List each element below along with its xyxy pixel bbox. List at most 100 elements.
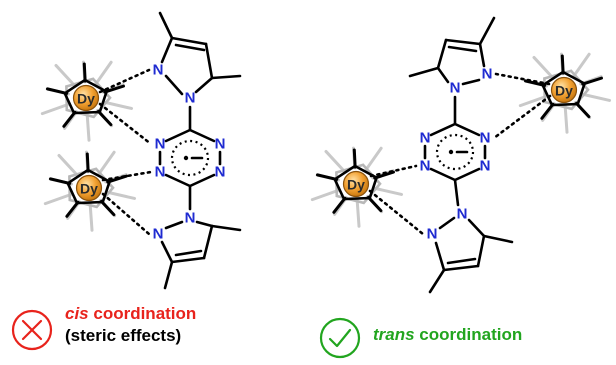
dysprosium-atom <box>75 174 103 202</box>
coordination-bond <box>369 164 418 178</box>
radical-dot <box>183 155 189 161</box>
methyl-stick <box>364 146 383 172</box>
cis-keyword: cis <box>65 304 89 323</box>
bond <box>164 173 192 188</box>
nitrogen-atom: N <box>420 158 431 175</box>
cp-ring-front <box>63 78 109 115</box>
bond <box>434 241 446 272</box>
bond <box>160 240 174 264</box>
coordination-bond <box>492 94 552 140</box>
methyl-stick <box>88 202 94 232</box>
methyl-stick <box>43 192 74 206</box>
bond <box>446 257 477 265</box>
trans-rest: coordination <box>414 325 523 344</box>
methyl-stick <box>518 94 549 108</box>
cp-dy-lower: Dy <box>43 150 137 232</box>
bond <box>194 76 214 94</box>
cis-rest: coordination <box>88 304 197 323</box>
bond <box>467 218 486 238</box>
bond <box>210 224 242 232</box>
methyl-stick <box>82 62 87 83</box>
methyl-stick <box>352 148 357 169</box>
methyl-stick <box>324 149 347 174</box>
dy-label: Dy <box>80 181 98 197</box>
bond <box>436 38 448 70</box>
methyl-stick <box>532 55 555 80</box>
bond <box>164 74 184 96</box>
pyrazole-n1: N <box>457 206 468 223</box>
bond <box>164 128 192 143</box>
nitrogen-atom: N <box>215 164 226 181</box>
cp-dy-upper: Dy <box>40 60 134 142</box>
methyl-stick <box>540 102 555 120</box>
pyrazole-n2: N <box>482 66 493 83</box>
bond <box>188 128 216 143</box>
bond <box>447 45 478 53</box>
dysprosium-atom <box>72 84 100 112</box>
nitrogen-atom: N <box>480 158 491 175</box>
check-in-circle-icon <box>319 317 361 359</box>
nitrogen-atom: N <box>155 136 166 153</box>
aromatic-ring <box>170 139 210 177</box>
trans-caption-title: trans coordination <box>373 325 522 345</box>
bond <box>210 74 242 80</box>
bond <box>453 122 481 137</box>
bond <box>461 78 481 86</box>
methyl-stick <box>355 198 361 228</box>
dysprosium-atom <box>550 76 578 104</box>
bond <box>444 38 482 46</box>
bond <box>442 264 480 272</box>
bond <box>204 42 214 80</box>
methyl-stick <box>101 100 134 110</box>
bond <box>478 16 496 46</box>
methyl-stick <box>97 150 116 176</box>
cross-in-circle-icon <box>11 309 53 351</box>
methyl-stick <box>99 199 116 217</box>
bond <box>202 224 214 260</box>
coordination-bond <box>368 189 425 236</box>
bond <box>158 11 174 40</box>
dysprosium-atom <box>342 170 370 198</box>
bond <box>408 66 440 78</box>
bond <box>170 36 208 46</box>
pyrazole-n2: N <box>153 226 164 243</box>
methyl-stick <box>366 195 383 213</box>
pyrazole-n1: N <box>185 90 196 107</box>
bond <box>429 167 457 182</box>
methyl-stick <box>371 186 404 196</box>
bond <box>436 66 450 84</box>
dy-label: Dy <box>555 83 573 99</box>
methyl-stick <box>579 92 612 102</box>
pyrazole-n2: N <box>153 62 164 79</box>
methyl-stick <box>54 63 77 88</box>
bond <box>476 234 486 268</box>
methyl-stick <box>104 190 137 200</box>
nitrogen-atom: N <box>480 130 491 147</box>
coordination-bond <box>98 68 151 94</box>
aromatic-ring <box>435 133 475 171</box>
bond <box>195 220 214 228</box>
methyl-stick <box>65 200 80 218</box>
nitrogen-atom: N <box>215 136 226 153</box>
nitrogen-atom: N <box>420 130 431 147</box>
bond <box>174 249 203 257</box>
methyl-stick <box>85 112 91 142</box>
bond <box>478 42 486 68</box>
methyl-stick <box>40 102 71 116</box>
cis-steric-note: (steric effects) <box>65 326 182 345</box>
bond <box>453 167 481 182</box>
methyl-stick <box>310 188 341 202</box>
cp-dy-right: Dy <box>518 52 612 134</box>
bond <box>170 256 206 264</box>
pyrazole-n1: N <box>450 80 461 97</box>
pyrazole-n2: N <box>427 226 438 243</box>
cis-caption-title: cis coordination <box>65 304 196 324</box>
bond <box>453 178 460 207</box>
bond <box>428 268 446 294</box>
coordination-bond <box>101 192 151 236</box>
nitrogen-atom: N <box>155 164 166 181</box>
